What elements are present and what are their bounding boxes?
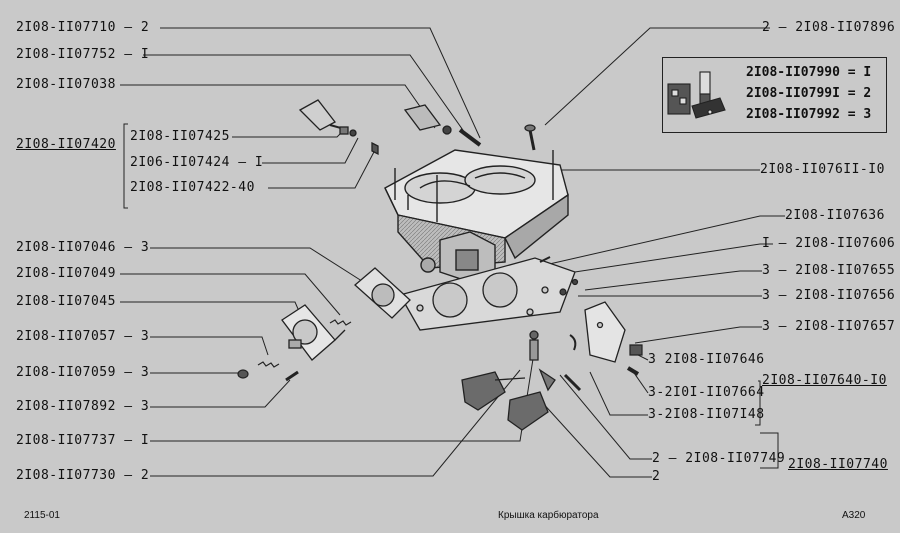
label-07046: 2I08-II07046 – 3	[16, 240, 150, 255]
label-07606: I – 2I08-II07606	[762, 236, 896, 251]
label-07710: 2I08-II07710 – 2	[16, 20, 150, 35]
repair-kit-legend	[662, 57, 887, 133]
label-07740: 2I08-II07740	[788, 457, 888, 472]
label-07059: 2I08-II07059 – 3	[16, 365, 150, 380]
page-number: A320	[842, 510, 866, 521]
label-07424: 2I06-II07424 – I	[130, 155, 264, 170]
gasket	[399, 257, 576, 331]
label-07611: 2I08-II076II-I0	[760, 162, 885, 177]
label-07655: 3 – 2I08-II07655	[762, 263, 896, 278]
label-qty-2: 2	[652, 469, 661, 484]
label-07752: 2I08-II07752 – I	[16, 47, 150, 62]
catalog-code: 2115-01	[24, 510, 60, 521]
parts-kit-icon	[667, 71, 726, 119]
label-07656: 3 – 2I08-II07656	[762, 288, 896, 303]
solenoid-valve	[298, 99, 379, 156]
label-07664: 3-2I0I-II07664	[648, 385, 765, 400]
fuel-fitting	[403, 104, 482, 147]
label-07148: 3-2I08-II07I48	[648, 407, 765, 422]
label-07045: 2I08-II07045	[16, 294, 116, 309]
small-screws-left	[237, 369, 299, 382]
label-07737: 2I08-II07737 – I	[16, 433, 150, 448]
label-07640: 2I08-II07640-I0	[762, 373, 887, 388]
label-07896: 2 – 2I08-II07896	[762, 20, 896, 35]
label-07049: 2I08-II07049	[16, 266, 116, 281]
label-07420: 2I08-II07420	[16, 137, 116, 152]
label-07425: 2I08-II07425	[130, 129, 230, 144]
label-07038: 2I08-II07038	[16, 77, 116, 92]
springs	[257, 319, 352, 368]
label-07749: 2 – 2I08-II07749	[652, 451, 786, 466]
legend-row-3: 2I08-II07992 = 3	[746, 107, 872, 122]
label-07730: 2I08-II07730 – 2	[16, 468, 150, 483]
small-parts-right	[539, 256, 643, 376]
lever-plate	[584, 301, 626, 363]
top-screw	[524, 124, 536, 151]
accelerator-pump-parts	[529, 330, 582, 392]
label-07057: 2I08-II07057 – 3	[16, 329, 150, 344]
cover-body	[384, 149, 569, 283]
label-07636: 2I08-II07636	[785, 208, 885, 223]
label-07657: 3 – 2I08-II07657	[762, 319, 896, 334]
diaphragm-cover	[354, 267, 411, 319]
floats	[461, 371, 549, 431]
diaphragm-housing	[281, 304, 346, 361]
label-07646: 3 2I08-II07646	[648, 352, 765, 367]
legend-row-1: 2I08-II07990 = I	[746, 65, 872, 80]
label-07892: 2I08-II07892 – 3	[16, 399, 150, 414]
legend-row-2: 2I08-II0799I = 2	[746, 86, 872, 101]
label-07422: 2I08-II07422-40	[130, 180, 255, 195]
page-title: Крышка карбюратора	[498, 510, 599, 521]
